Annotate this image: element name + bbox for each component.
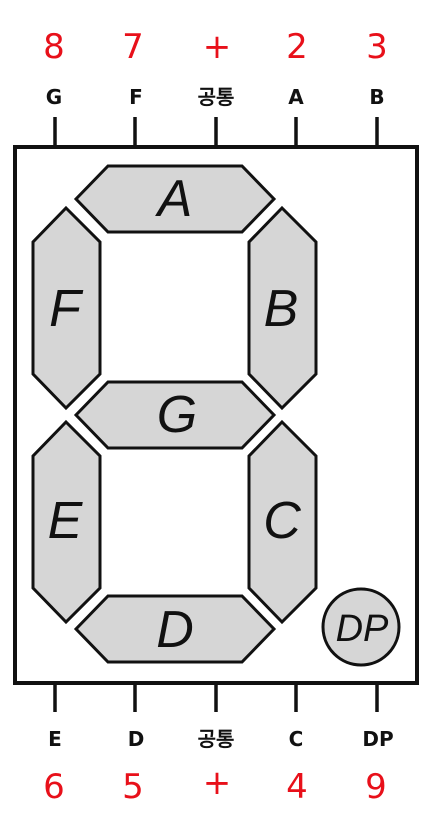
top-pin-numbers: 8 7 + 2 3: [43, 27, 388, 67]
bottom-pin-names: E D 공통 C DP: [48, 727, 393, 751]
segment-labels: A B C D E F G DP: [48, 170, 389, 659]
segment-dp: [321, 587, 401, 667]
top-pin-name-g: G: [46, 85, 62, 109]
segment-label-d: D: [156, 601, 194, 659]
bottom-pin-number-e: 6: [43, 767, 65, 807]
bottom-pin-name-e: E: [48, 727, 62, 751]
top-pin-name-b: B: [369, 85, 384, 109]
segment-label-f: F: [49, 280, 84, 338]
top-pin-number-a: 2: [286, 27, 308, 67]
bottom-pin-number-c: 4: [286, 767, 308, 807]
top-pin-number-common: +: [203, 27, 232, 67]
segment-f: [31, 205, 102, 411]
bottom-pin-leads: [53, 683, 379, 712]
top-pin-name-common: 공통: [198, 85, 235, 109]
segment-label-g: G: [157, 386, 197, 444]
segment-label-c: C: [263, 492, 301, 550]
segment-d: [73, 594, 277, 664]
top-pin-name-f: F: [129, 85, 143, 109]
bottom-pin-name-dp: DP: [362, 727, 393, 751]
bottom-pin-name-common: 공통: [198, 727, 235, 751]
segment-g: [73, 380, 277, 450]
top-pin-number-f: 7: [122, 27, 144, 67]
bottom-pin-number-d: 5: [122, 767, 144, 807]
segment-label-dp: DP: [336, 608, 389, 650]
bottom-pin-name-c: C: [289, 727, 304, 751]
bottom-pin-numbers: 6 5 + 4 9: [43, 763, 387, 807]
top-pin-number-b: 3: [366, 27, 388, 67]
top-pin-number-g: 8: [43, 27, 65, 67]
segment-label-a: A: [155, 170, 193, 228]
bottom-pin-number-common: +: [203, 763, 232, 803]
bottom-pin-name-d: D: [128, 727, 145, 751]
segment-e: [31, 419, 102, 625]
segment-b: [247, 205, 318, 411]
segment-c: [247, 419, 318, 625]
segment-label-e: E: [48, 492, 84, 550]
bottom-pin-number-dp: 9: [365, 767, 387, 807]
top-pin-name-a: A: [288, 85, 304, 109]
segment-label-b: B: [264, 280, 299, 338]
segments: [31, 164, 401, 667]
top-pin-leads: [53, 117, 379, 147]
segment-a: [73, 164, 277, 234]
top-pin-names: G F 공통 A B: [46, 85, 385, 109]
